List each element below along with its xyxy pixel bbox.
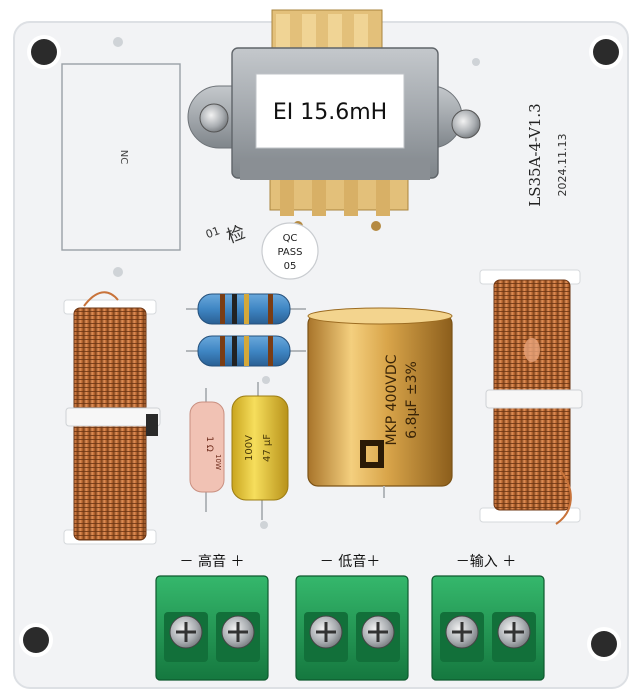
tweeter-terminal-label: － 高音 ＋ [180, 553, 245, 570]
model-label: LS35A-4-V1.3 [526, 103, 544, 206]
resistor-value: 1 Ω [204, 436, 214, 452]
nc-label: NC [118, 150, 129, 164]
terminal-labels: － 高音 ＋ － 低音＋ －输入 ＋ [180, 553, 517, 570]
right-coil [479, 269, 583, 525]
pass-label: PASS [278, 247, 303, 258]
film-capacitor: MKP 400VDC 6.8µF ±3% [307, 307, 453, 498]
power-resistor: 1 Ω 10W [189, 388, 225, 512]
qc-label: QC [283, 233, 298, 244]
terminal-block-tweeter [155, 575, 269, 681]
brand-logo-icon [360, 440, 384, 468]
left-coil [63, 291, 161, 545]
mounting-holes [19, 35, 623, 661]
elec-value: 47 µF [262, 434, 273, 462]
inspect-number: 01 [204, 224, 222, 241]
elec-volt: 100V [244, 435, 255, 461]
electrolytic-capacitor: 100V 47 µF [231, 382, 289, 520]
resistor-power: 10W [214, 454, 222, 470]
film-line1: MKP 400VDC [384, 354, 400, 445]
terminal-block-input [431, 575, 545, 681]
film-line2: 6.8µF ±3% [404, 361, 420, 439]
nc-outline: NC [61, 63, 181, 251]
qc-pass-sticker: QC PASS 05 [261, 222, 319, 280]
qc-number: 05 [284, 261, 297, 272]
woofer-terminal-label: － 低音＋ [320, 553, 380, 570]
date-label: 2024.11.13 [556, 134, 569, 197]
terminal-block-woofer [295, 575, 409, 681]
blue-resistors [186, 293, 306, 367]
input-terminal-label: －输入 ＋ [456, 554, 516, 570]
board-model-text: LS35A-4-V1.3 2024.11.13 [526, 103, 569, 206]
ei-inductor: EI 15.6mH [187, 9, 481, 231]
inductor-label: EI 15.6mH [273, 100, 387, 125]
